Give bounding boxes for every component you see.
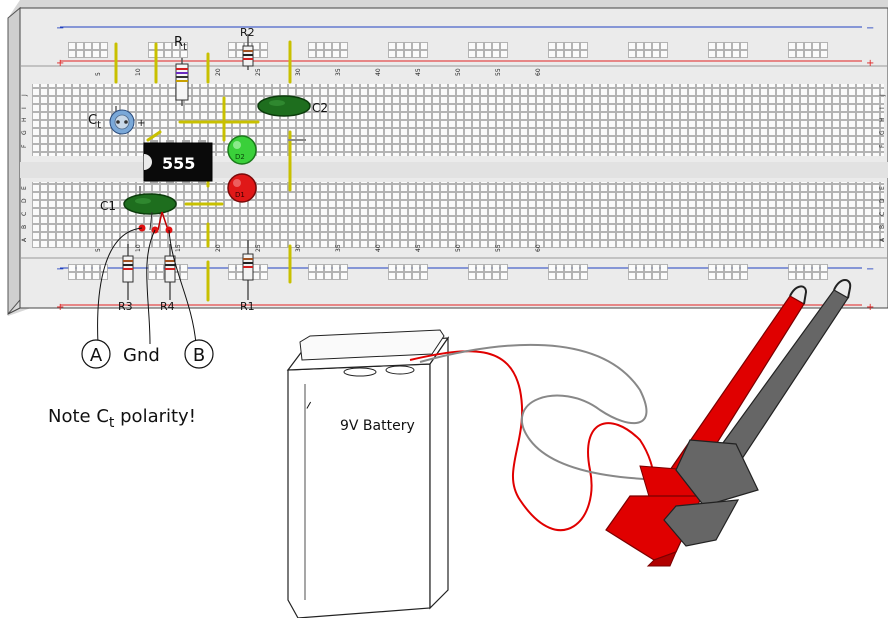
resistor-rt bbox=[176, 58, 188, 106]
svg-text:A: A bbox=[90, 345, 103, 366]
column-number: 30 bbox=[295, 244, 302, 252]
rail-minus-mark: − bbox=[56, 23, 64, 34]
capacitor-ct bbox=[110, 110, 134, 134]
column-number: 30 bbox=[295, 68, 302, 76]
probe-label-gnd: Gnd bbox=[123, 345, 160, 366]
row-letter: I bbox=[879, 107, 886, 109]
svg-text:B: B bbox=[193, 345, 205, 366]
column-number: 45 bbox=[415, 244, 422, 252]
battery-terminal bbox=[344, 368, 376, 376]
gray-test-probe bbox=[664, 280, 850, 546]
row-letter: G bbox=[879, 130, 886, 135]
c1-label: C1 bbox=[100, 199, 116, 213]
column-number: 35 bbox=[335, 244, 342, 252]
row-letter: B bbox=[21, 225, 28, 229]
ic-label: 555 bbox=[162, 154, 195, 173]
row-letter: E bbox=[879, 186, 886, 190]
r3-label: R3 bbox=[118, 300, 133, 313]
rail-plus-mark: + bbox=[866, 302, 874, 313]
column-number: 45 bbox=[415, 68, 422, 76]
column-number: 5 bbox=[95, 72, 102, 76]
row-letter: F bbox=[879, 144, 886, 148]
battery-9v: − 9V Battery bbox=[288, 330, 448, 618]
rail-plus-mark: + bbox=[56, 58, 64, 69]
row-letter: J bbox=[879, 94, 886, 97]
column-number: 10 bbox=[135, 68, 142, 76]
row-letter: H bbox=[21, 117, 28, 122]
column-number: 5 bbox=[95, 248, 102, 252]
probe-label-b: B bbox=[185, 340, 213, 368]
probe-label-a: A bbox=[82, 340, 110, 368]
row-letter: D bbox=[21, 198, 28, 203]
column-number: 20 bbox=[215, 68, 222, 76]
column-number: 55 bbox=[495, 68, 502, 76]
d1-label: D1 bbox=[235, 191, 245, 199]
ct-plus-mark: + bbox=[137, 118, 145, 129]
c2-label: C2 bbox=[312, 101, 328, 115]
row-letter: D bbox=[879, 198, 886, 203]
row-letter: C bbox=[879, 212, 886, 216]
rail-minus-mark: − bbox=[56, 264, 64, 275]
column-number: 40 bbox=[375, 244, 382, 252]
rail-minus-mark: − bbox=[866, 264, 874, 275]
column-number: 15 bbox=[175, 244, 182, 252]
column-number: 40 bbox=[375, 68, 382, 76]
row-letter: B bbox=[879, 225, 886, 229]
battery-terminal bbox=[386, 366, 414, 374]
column-number: 55 bbox=[495, 244, 502, 252]
column-number: 35 bbox=[335, 68, 342, 76]
polarity-note: Note Ct polarity! bbox=[48, 406, 196, 431]
column-number: 25 bbox=[255, 68, 262, 76]
rail-minus-mark: − bbox=[866, 23, 874, 34]
capacitor-c1 bbox=[124, 194, 176, 214]
column-number: 50 bbox=[455, 244, 462, 252]
rail-plus-mark: + bbox=[866, 58, 874, 69]
row-letter: F bbox=[21, 144, 28, 148]
row-letter: J bbox=[21, 94, 28, 97]
capacitor-c2 bbox=[258, 96, 310, 116]
row-letter: G bbox=[21, 130, 28, 135]
battery-label: 9V Battery bbox=[340, 418, 415, 434]
r1-label: R1 bbox=[240, 300, 255, 313]
column-number: 60 bbox=[535, 68, 542, 76]
column-number: 25 bbox=[255, 244, 262, 252]
row-letter: C bbox=[21, 212, 28, 216]
breadboard bbox=[8, 0, 888, 316]
r2-label: R2 bbox=[240, 26, 255, 39]
column-number: 60 bbox=[535, 244, 542, 252]
row-letter: I bbox=[21, 107, 28, 109]
d2-label: D2 bbox=[235, 153, 245, 161]
column-number: 10 bbox=[135, 244, 142, 252]
r4-label: R4 bbox=[160, 300, 175, 313]
rail-plus-mark: + bbox=[56, 302, 64, 313]
row-letter: H bbox=[879, 117, 886, 122]
row-letter: E bbox=[21, 186, 28, 190]
column-number: 20 bbox=[215, 244, 222, 252]
column-number: 50 bbox=[455, 68, 462, 76]
